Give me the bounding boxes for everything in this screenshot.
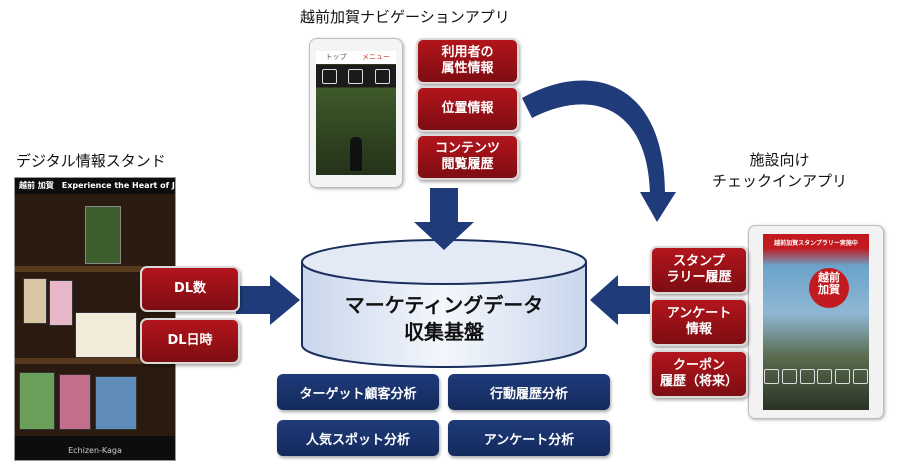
binoculars-icon xyxy=(781,368,797,384)
stand-shelf-1 xyxy=(15,266,175,272)
stand-book xyxy=(19,372,55,430)
stand-book xyxy=(95,376,137,430)
stand-book xyxy=(23,278,47,324)
checkin-data-stamp-rally: スタンプ ラリー履歴 xyxy=(650,246,748,294)
phone-tab-top: トップ xyxy=(325,53,347,61)
binoculars-icon xyxy=(348,68,364,84)
phone-icon-row xyxy=(316,65,396,87)
database-label: マーケティングデータ 収集基盤 xyxy=(300,292,588,346)
stand-book xyxy=(49,280,73,326)
phone-screen: トップ メニュー xyxy=(316,51,396,175)
nav-data-location: 位置情報 xyxy=(416,86,519,132)
digital-stand-title: デジタル情報スタンド xyxy=(16,152,166,170)
stand-header: 越前 加賀 Experience the Heart of Japan xyxy=(15,178,175,194)
analysis-behavior-history: 行動履歴分析 xyxy=(448,374,610,410)
tablet-icon-row xyxy=(763,354,869,398)
nav-data-user-attributes: 利用者の 属性情報 xyxy=(416,38,519,84)
database-cylinder xyxy=(301,239,587,368)
checkin-data-survey: アンケート 情報 xyxy=(650,298,748,346)
database-label-line2: 収集基盤 xyxy=(404,320,484,344)
stand-data-dl-count: DL数 xyxy=(140,266,240,312)
database-label-line1: マーケティングデータ xyxy=(344,293,544,317)
checkin-app-tablet: 越前加賀スタンプラリー実施中 越前 加賀 xyxy=(748,225,884,419)
analysis-popular-spots: 人気スポット分析 xyxy=(277,420,439,456)
stand-featured-book xyxy=(85,206,121,264)
nav-app-title: 越前加賀ナビゲーションアプリ xyxy=(300,8,510,26)
walk-icon xyxy=(375,68,391,84)
camera-icon xyxy=(321,68,337,84)
analysis-survey: アンケート分析 xyxy=(448,420,610,456)
phone-tab-menu: メニュー xyxy=(362,53,390,61)
tablet-seal xyxy=(809,268,849,308)
analysis-target-customer: ターゲット顧客分析 xyxy=(277,374,439,410)
list-icon xyxy=(817,368,833,384)
stand-book xyxy=(75,312,137,358)
phone-person xyxy=(350,137,362,171)
tablet-seal-text: 越前 加賀 xyxy=(818,271,840,297)
arrow-left-from-tablet xyxy=(590,275,650,325)
stand-shelf-2 xyxy=(15,358,175,364)
arrow-right-from-stand xyxy=(236,275,300,325)
checkin-app-title: 施設向け チェックインアプリ xyxy=(712,151,848,190)
arrow-curved xyxy=(522,80,665,195)
camera-icon xyxy=(764,368,780,384)
play-icon xyxy=(799,368,815,384)
tablet-screen: 越前加賀スタンプラリー実施中 越前 加賀 xyxy=(763,234,869,410)
checkin-data-coupon-history: クーポン 履歴（将来） xyxy=(650,350,748,398)
tablet-banner: 越前加賀スタンプラリー実施中 xyxy=(774,240,858,247)
arrow-down-from-phone xyxy=(414,188,474,250)
nav-data-content-history: コンテンツ 閲覧履歴 xyxy=(416,134,519,180)
stamp-icon xyxy=(834,368,850,384)
more-icon xyxy=(852,368,868,384)
stand-book xyxy=(59,374,91,430)
phone-tab-bar: トップ メニュー xyxy=(316,51,396,64)
nav-app-phone: トップ メニュー xyxy=(309,38,403,188)
stand-footer: Echizen-Kaga xyxy=(15,436,175,460)
stand-data-dl-datetime: DL日時 xyxy=(140,318,240,364)
